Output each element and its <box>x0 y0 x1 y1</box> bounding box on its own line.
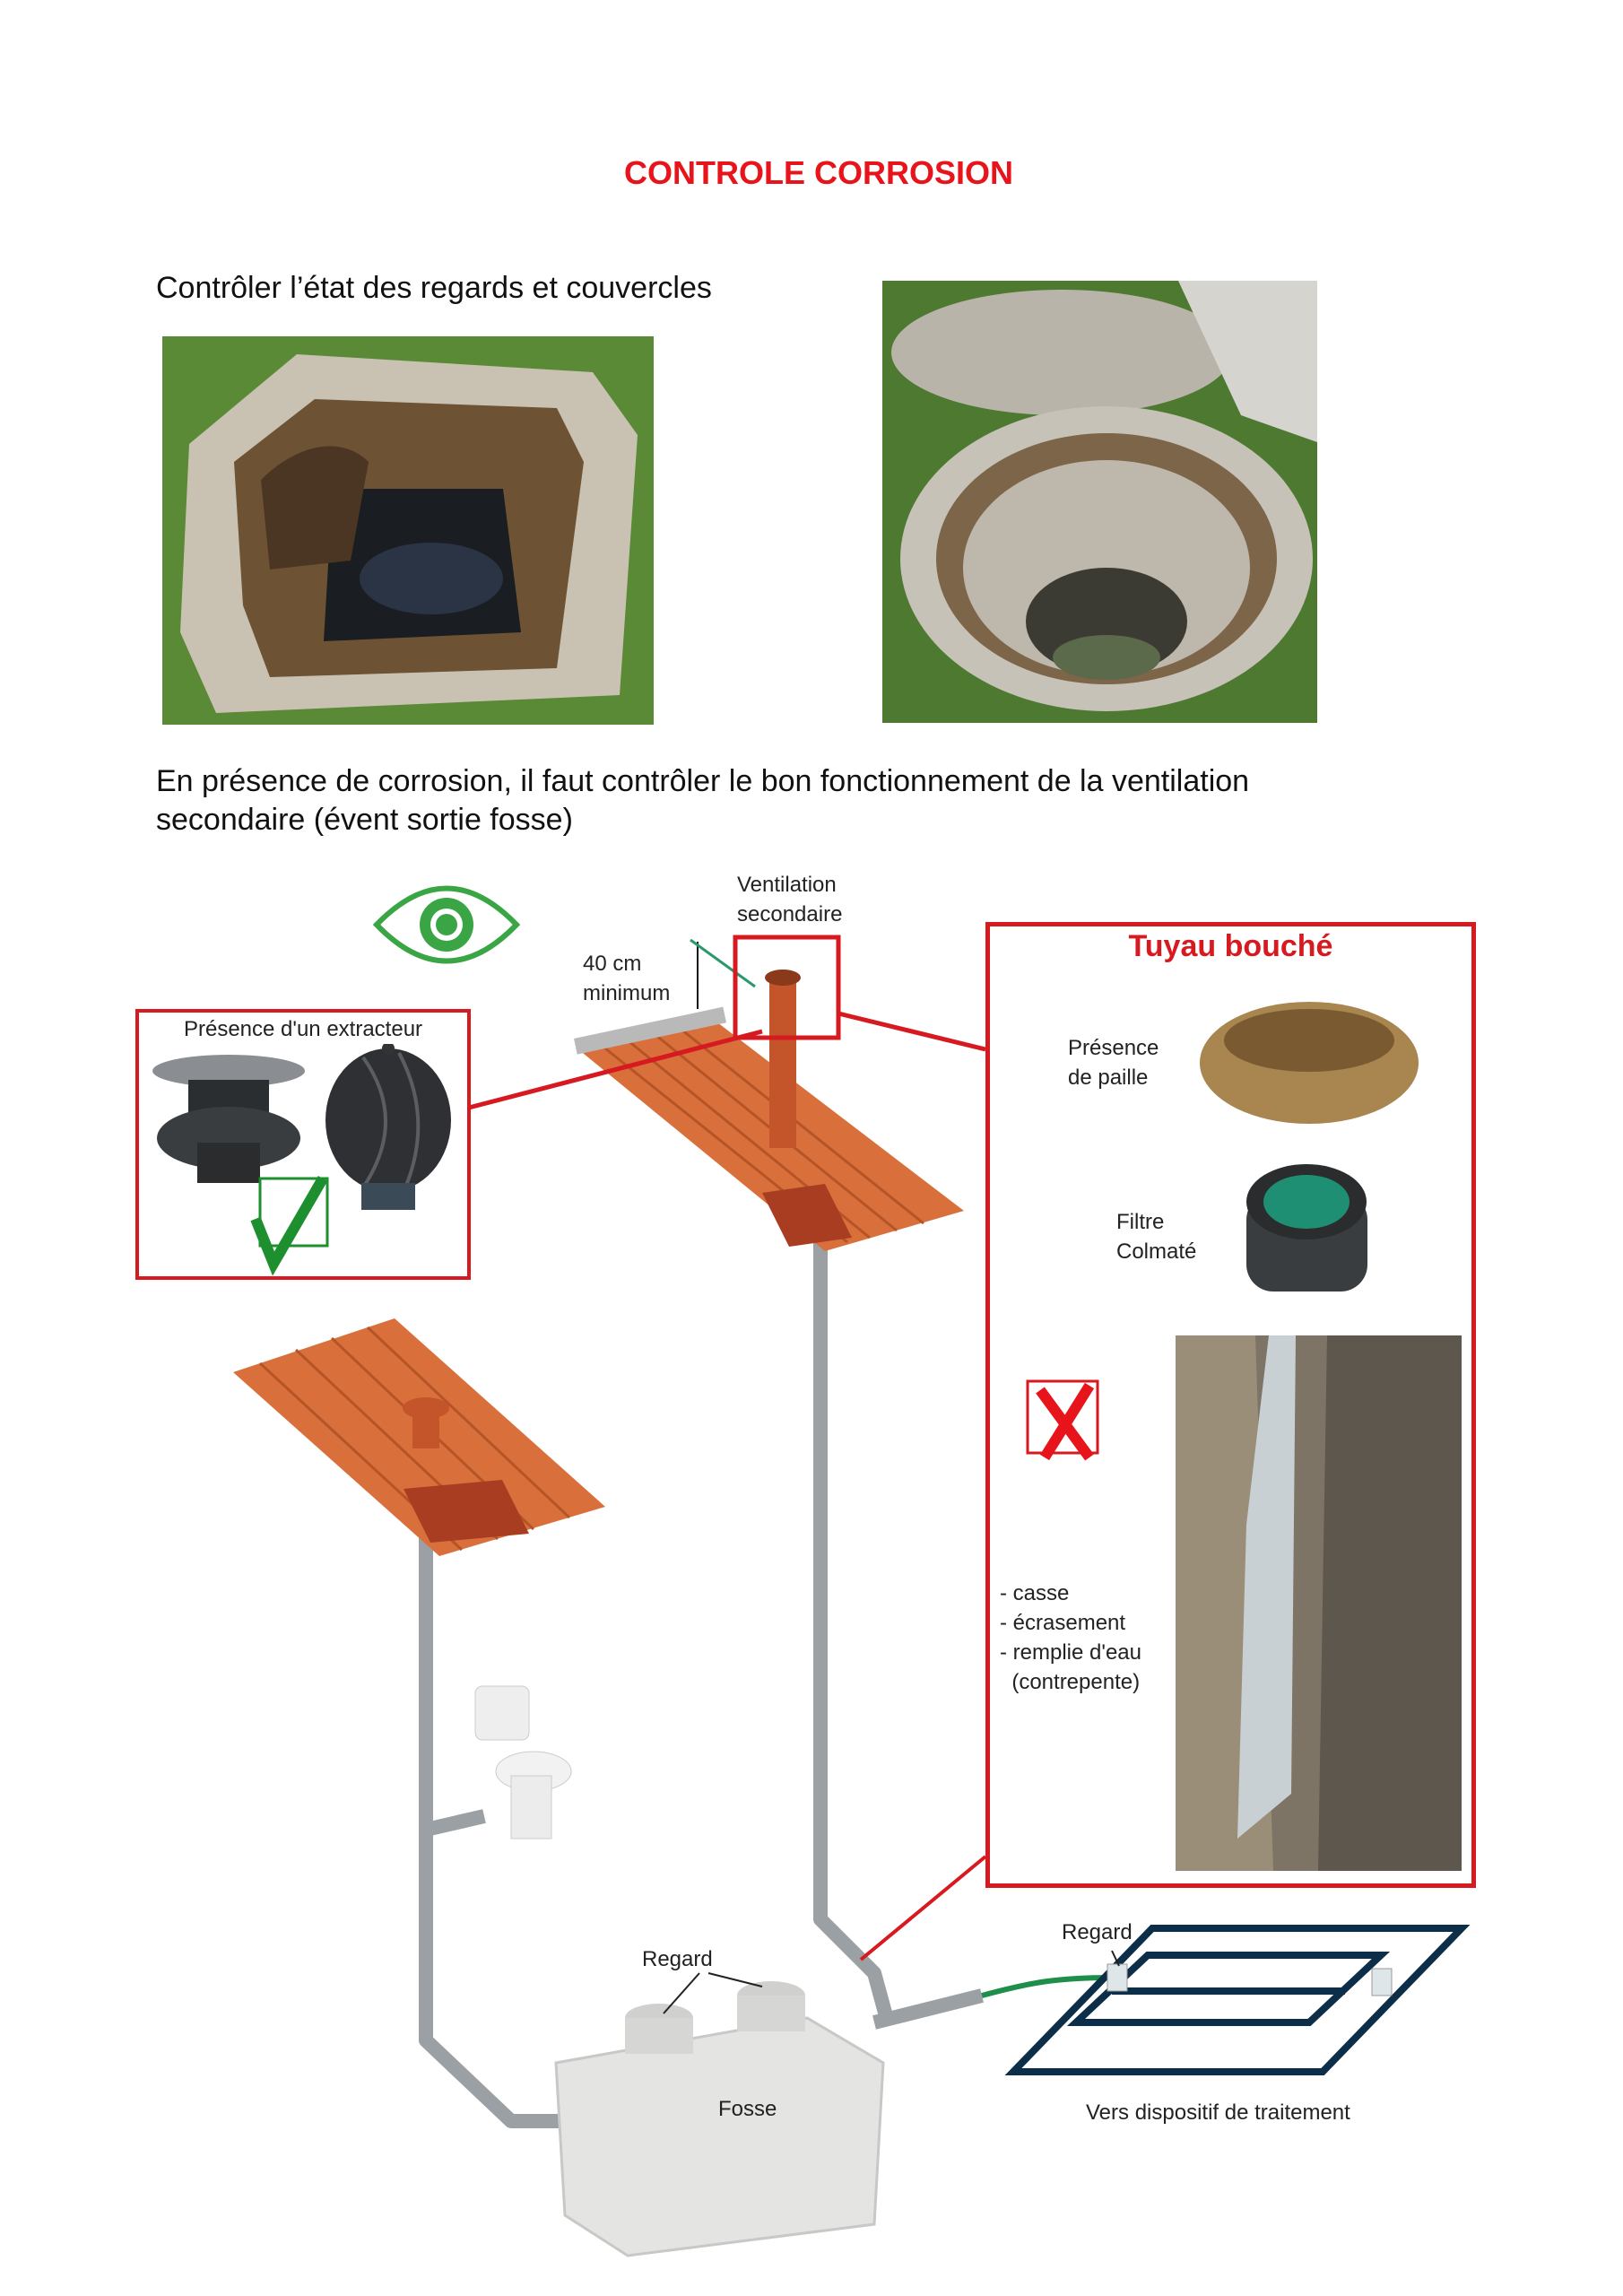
extractor-box-title: Présence d'un extracteur <box>183 1017 423 1041</box>
height-label-1: 40 cm <box>583 952 642 976</box>
treatment-label: Vers dispositif de traitement <box>1086 2100 1350 2125</box>
blocked-pipe-title: Tuyau bouché <box>1128 929 1333 963</box>
regard-tank-label: Regard <box>642 1947 713 1971</box>
ventilation-label-1: Ventilation <box>737 873 837 897</box>
straw-label-2: de paille <box>1068 1065 1149 1090</box>
page-title: CONTROLE CORROSION <box>623 154 1013 191</box>
filter-label-1: Filtre <box>1116 1210 1165 1234</box>
tank-label: Fosse <box>718 2097 777 2121</box>
defect-item: - remplie d'eau <box>1000 1640 1141 1665</box>
filter-label-2: Colmaté <box>1116 1239 1197 1264</box>
square-manhole-photo <box>162 336 654 725</box>
turbine-extractor-icon <box>325 1044 451 1210</box>
ventilation-label-2: secondaire <box>737 902 843 926</box>
paragraph-line-1: En présence de corrosion, il faut contrô… <box>156 764 1250 798</box>
extractor-box: Présence d'un extracteur <box>135 1009 471 1280</box>
drain-field <box>1004 1925 1471 2075</box>
round-manhole-photo <box>882 281 1317 723</box>
static-extractor-icon <box>152 1055 305 1183</box>
septic-tank <box>554 1972 885 2257</box>
defect-item: (contrepente) <box>1000 1670 1141 1694</box>
defect-item: - écrasement <box>1000 1611 1126 1635</box>
checkmark-icon <box>250 1175 329 1276</box>
defect-item: - casse <box>1000 1581 1070 1605</box>
regard-field-label: Regard <box>1062 1920 1133 1944</box>
height-label-2: minimum <box>583 981 671 1005</box>
intro-text: Contrôler l’état des regards et couvercl… <box>156 271 712 305</box>
pipes <box>419 1238 984 2128</box>
straw-label-1: Présence <box>1068 1036 1159 1060</box>
roof-main <box>574 970 964 1251</box>
blocked-pipe-box <box>985 922 1476 1888</box>
toilet-icon <box>474 1685 572 1839</box>
roof-secondary <box>233 1318 605 1556</box>
eye-icon <box>372 885 521 964</box>
paragraph-line-2: secondaire (évent sortie fosse) <box>156 803 573 837</box>
